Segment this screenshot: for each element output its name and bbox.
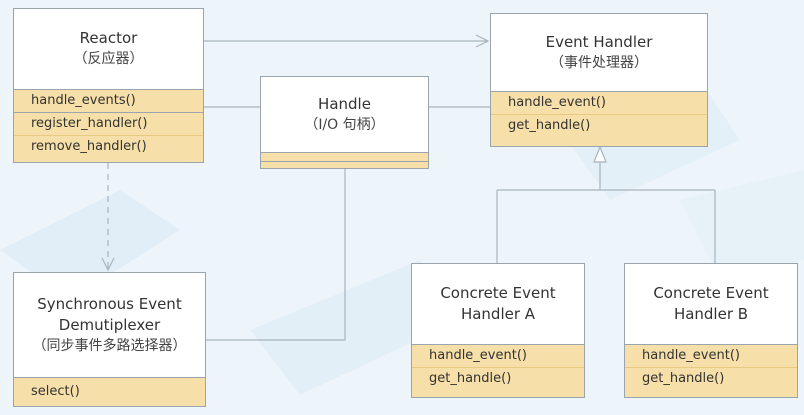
reactor-methods-primary: handle_events() [14, 89, 203, 112]
reactor-title: Reactor [79, 29, 138, 47]
arrowhead-open [475, 34, 490, 48]
concrete-handler-a-title-line2: Handler A [460, 305, 536, 323]
reactor-methods-secondary: register_handler() remove_handler() [14, 112, 203, 162]
demultiplexer-methods: select() [14, 377, 205, 406]
method-get-handle-a: get_handle() [412, 367, 584, 390]
dashed-arrowhead [101, 257, 115, 272]
concrete-handler-a-methods: handle_event() get_handle() [412, 344, 584, 397]
concrete-handler-a-class: Concrete Event Handler A handle_event() … [411, 263, 585, 398]
demultiplexer-header: Synchronous Event Demutiplexer （同步事件多路选择… [14, 273, 205, 377]
handle-subtitle: （I/O 句柄） [304, 116, 385, 133]
method-get-handle-b: get_handle() [625, 367, 797, 390]
event-handler-title: Event Handler [545, 32, 653, 51]
event-handler-header: Event Handler （事件处理器） [491, 14, 707, 91]
concrete-handler-b-title-line1: Concrete Event [653, 284, 769, 302]
reactor-class: Reactor （反应器） handle_events() register_h… [13, 8, 204, 163]
handle-header: Handle （I/O 句柄） [261, 77, 428, 152]
method-handle-events: handle_events() [31, 93, 136, 108]
concrete-handler-b-header: Concrete Event Handler B [625, 264, 797, 344]
demultiplexer-title-line1: Synchronous Event [37, 294, 182, 313]
handle-attributes [261, 152, 428, 161]
reactor-header: Reactor （反应器） [14, 9, 203, 89]
event-handler-subtitle: （事件处理器） [550, 54, 648, 71]
method-select: select() [31, 384, 80, 399]
inheritance-triangle [593, 145, 607, 163]
handle-methods [261, 161, 428, 168]
method-remove-handler: remove_handler() [14, 135, 203, 158]
demultiplexer-subtitle: （同步事件多路选择器） [32, 337, 187, 354]
concrete-handler-b-methods: handle_event() get_handle() [625, 344, 797, 397]
method-register-handler: register_handler() [31, 116, 148, 131]
concrete-handler-a-title-line1: Concrete Event [440, 284, 556, 302]
handle-class: Handle （I/O 句柄） [260, 76, 429, 169]
reactor-subtitle: （反应器） [73, 51, 144, 67]
demultiplexer-class: Synchronous Event Demutiplexer （同步事件多路选择… [13, 272, 206, 407]
demultiplexer-title-line2: Demutiplexer [58, 315, 161, 334]
handle-demux-link [206, 169, 346, 341]
concrete-handler-a-header: Concrete Event Handler A [412, 264, 584, 344]
method-handle-event-b: handle_event() [642, 348, 740, 363]
event-handler-methods: handle_event() get_handle() [491, 91, 707, 146]
concrete-handler-b-class: Concrete Event Handler B handle_event() … [624, 263, 798, 398]
event-handler-class: Event Handler （事件处理器） handle_event() get… [490, 13, 708, 147]
concrete-handler-b-title-line2: Handler B [673, 305, 749, 323]
method-handle-event-a: handle_event() [429, 348, 527, 363]
handle-title: Handle [318, 94, 371, 113]
method-handle-event: handle_event() [508, 95, 606, 110]
method-get-handle: get_handle() [491, 114, 707, 137]
